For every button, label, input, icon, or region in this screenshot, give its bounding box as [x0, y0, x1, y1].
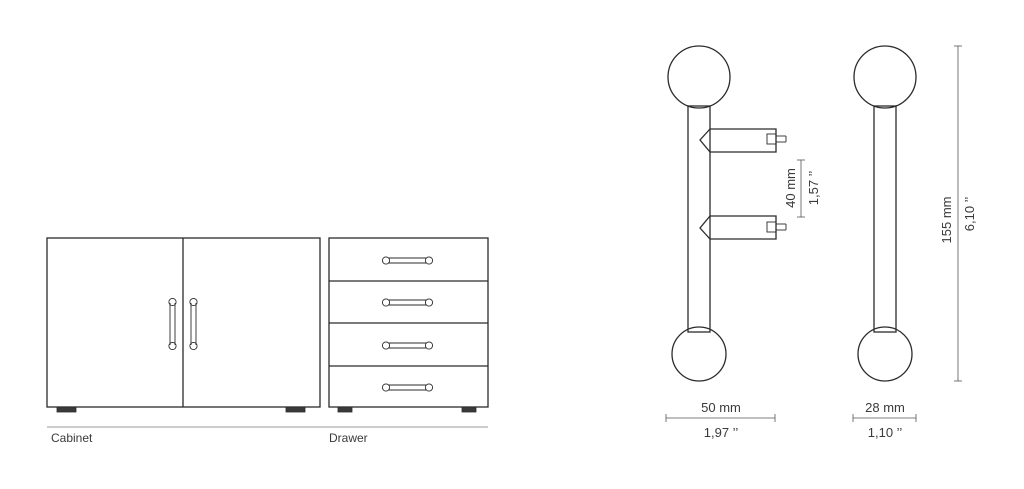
- front-width-mm-label: 50 mm: [701, 400, 741, 415]
- side-width-dimension: 28 mm 1,10 ’’: [852, 400, 917, 440]
- handle-front-view: [667, 45, 787, 382]
- handle-side-top-knob: [853, 45, 917, 109]
- height-in-label: 6,10 ’’: [962, 197, 977, 232]
- drawer-handle-1: [381, 256, 434, 265]
- drawer-handle-2: [381, 298, 434, 307]
- drawer-handle-4: [381, 383, 434, 392]
- height-dimension: 155 mm 6,10 ’’: [939, 45, 977, 382]
- cabinet-handle-right: [189, 297, 198, 351]
- cabinet-foot-right: [285, 406, 306, 413]
- handle-front-mount-bottom: [699, 215, 787, 240]
- side-width-in-label: 1,10 ’’: [868, 425, 903, 440]
- handle-front-bar: [687, 105, 711, 333]
- handle-front-top-knob: [667, 45, 731, 109]
- spacing-in-label: 1,57 ’’: [806, 171, 821, 206]
- handle-side-view: [853, 45, 917, 382]
- drawer-illustration: [328, 237, 489, 413]
- side-width-mm-label: 28 mm: [865, 400, 905, 415]
- cabinet-illustration: [46, 237, 321, 413]
- spacing-mm-label: 40 mm: [783, 168, 798, 208]
- height-mm-label: 155 mm: [939, 197, 954, 244]
- handle-front-mount-top: [699, 128, 787, 153]
- cabinet-handle-left: [168, 297, 177, 351]
- drawer-label: Drawer: [329, 431, 368, 445]
- spacing-dimension: 40 mm 1,57 ’’: [783, 159, 821, 218]
- cabinet-label: Cabinet: [51, 431, 93, 445]
- front-width-in-label: 1,97 ’’: [704, 425, 739, 440]
- drawer-foot-left: [337, 406, 353, 413]
- handle-side-bar: [873, 105, 897, 333]
- drawer-handle-3: [381, 341, 434, 350]
- cabinet-foot-left: [56, 406, 77, 413]
- handle-side-bottom-knob: [857, 326, 913, 382]
- drawer-foot-right: [461, 406, 477, 413]
- handle-front-bottom-knob: [671, 326, 727, 382]
- front-width-dimension: 50 mm 1,97 ’’: [665, 400, 776, 440]
